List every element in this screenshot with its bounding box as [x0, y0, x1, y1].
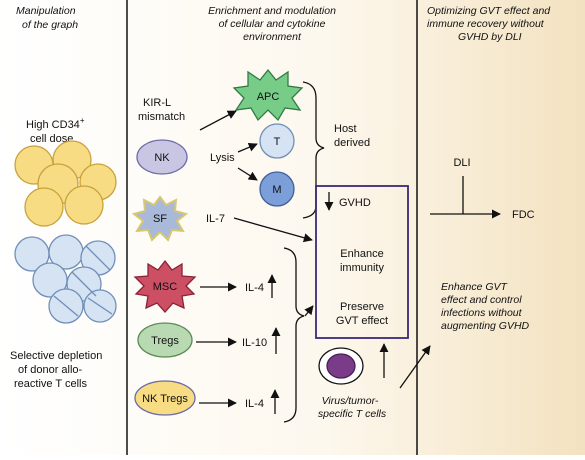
host-derived-label-line1: Host	[334, 123, 357, 135]
kir-label-line2: mismatch	[138, 111, 185, 123]
cd34-label-line1: High CD34+	[26, 116, 85, 131]
arrow-lysis-to-t	[237, 142, 258, 153]
target-t-cell-label: T	[274, 136, 281, 148]
right-heading-line3: GVHD by DLI	[458, 31, 522, 43]
preserve-label-line2: GVT effect	[336, 315, 388, 327]
depletion-label-line1: Selective depletion	[10, 350, 102, 362]
left-labels: High CD34+ cell dose Selective depletion…	[10, 116, 102, 390]
host-derived-label-line2: derived	[334, 137, 370, 149]
cd34-cell	[24, 187, 64, 227]
apc-cell	[232, 68, 304, 122]
gvhd-label: GVHD	[339, 197, 371, 209]
kir-label-line1: KIR-L	[143, 97, 171, 109]
tregs-cell-label: Tregs	[151, 335, 179, 347]
depletion-label-line3: reactive T cells	[14, 378, 87, 390]
cd34-label-line2: cell dose	[30, 133, 73, 145]
column-headings: Manipulation of the graph Enrichment and…	[16, 5, 551, 43]
tregs-cell	[137, 322, 193, 358]
lysis-label: Lysis	[210, 152, 235, 164]
arrow-to-outcome	[399, 345, 431, 389]
il7-label: IL-7	[206, 213, 225, 225]
msc-cell	[133, 259, 197, 313]
virus-label-line1: Virus/tumor-	[322, 395, 379, 407]
nk-tregs-cell-label: NK Tregs	[142, 393, 188, 405]
sf-cell-label: SF	[153, 213, 167, 225]
middle-heading-line2: of cellular and cytokine	[219, 18, 326, 30]
fdc-label: FDC	[512, 209, 535, 221]
il4-label-a: IL-4	[245, 282, 264, 294]
cd34-cell	[64, 185, 104, 225]
arrow-il7-to-box	[233, 217, 313, 243]
target-t-cell	[259, 123, 295, 159]
cytokine-brace	[283, 247, 305, 423]
nk-tregs-cell	[134, 380, 196, 416]
outcome-text: Enhance GVT effect and control infection…	[441, 281, 530, 332]
right-heading-line2: immune recovery without	[427, 18, 545, 30]
right-heading-line1: Optimizing GVT effect and	[427, 5, 551, 17]
outcome-line4: augmenting GVHD	[441, 320, 530, 332]
apc-cell-label: APC	[257, 91, 280, 103]
outcome-line3: infections without	[441, 307, 523, 319]
nk-cell-label: NK	[154, 152, 170, 164]
preserve-label-line1: Preserve	[340, 301, 384, 313]
target-m-cell	[259, 171, 295, 207]
virus-label-line2: specific T cells	[318, 408, 387, 420]
il4-label-b: IL-4	[245, 398, 264, 410]
arrow-lysis-to-m	[237, 167, 258, 181]
middle-heading-line3: environment	[243, 31, 302, 43]
t-cell-cross-marks	[53, 245, 113, 317]
outcome-line1: Enhance GVT	[441, 281, 509, 293]
enhance-label-line2: immunity	[340, 262, 385, 274]
enhance-label-line1: Enhance	[340, 248, 383, 260]
msc-cell-label: MSC	[153, 281, 178, 293]
outcome-box	[315, 185, 409, 339]
depletion-label-line2: of donor allo-	[18, 364, 83, 376]
sf-cell	[131, 195, 189, 242]
cd34-cell-cluster	[14, 140, 117, 227]
left-heading-line2: of the graph	[22, 19, 78, 31]
dli-label: DLI	[453, 157, 470, 169]
nk-cell	[136, 139, 188, 175]
outcome-line2: effect and control	[441, 294, 522, 306]
left-heading-line1: Manipulation	[16, 5, 76, 17]
arrow-brace-to-box	[304, 305, 314, 317]
middle-heading-line1: Enrichment and modulation	[208, 5, 336, 17]
il10-label: IL-10	[242, 337, 267, 349]
arrow-nk-to-apc	[199, 110, 237, 131]
virus-t-cell-nucleus	[326, 353, 356, 379]
target-m-cell-label: M	[272, 184, 281, 196]
